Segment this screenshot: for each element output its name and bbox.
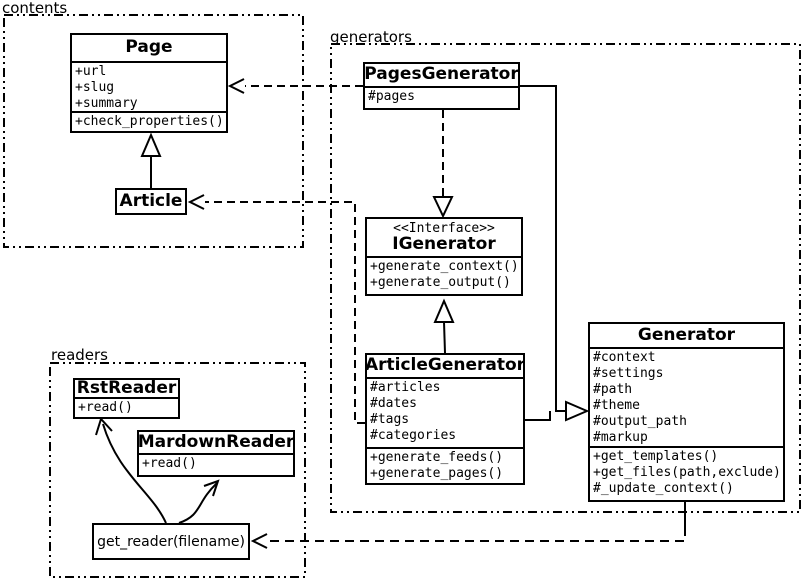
attribute-row: #context [593, 350, 656, 365]
package-contents-border [3, 14, 304, 248]
dependency-articlegenerator-article-line [205, 201, 365, 424]
association-getreader-rstreader-curve [102, 423, 167, 524]
class-rstreader-methods: +read() [75, 399, 178, 417]
attribute-row: #settings [593, 366, 664, 381]
class-page-attributes: +url +slug +summary [72, 63, 226, 113]
attribute-row: #articles [370, 380, 441, 395]
class-rstreader-title: RstReader [75, 377, 178, 399]
class-igenerator-name: IGenerator [392, 234, 496, 255]
method-row: +generate_output() [370, 275, 511, 290]
attribute-row: #output_path [593, 414, 687, 429]
realization-pagesgenerator-igenerator-triangle [432, 196, 454, 219]
class-generator-title: Generator [590, 324, 783, 349]
attribute-row: +url [75, 64, 107, 79]
method-row: +get_files(path,exclude) [593, 465, 781, 480]
class-pagesgenerator-attributes: #pages [365, 88, 518, 108]
package-readers-label: readers [51, 346, 108, 364]
class-igenerator-methods: +generate_context() +generate_output() [367, 258, 521, 294]
package-contents-label: contents [2, 0, 68, 17]
inheritance-pagesgenerator-generator-line [520, 85, 566, 412]
attribute-row: #tags [370, 412, 410, 427]
association-getreader-markdownreader-arrowhead [203, 479, 220, 497]
dependency-articlegenerator-article-arrowhead [187, 194, 205, 210]
class-rstreader: RstReader +read() [73, 378, 180, 419]
class-generator-attributes: #context #settings #path #theme #output_… [590, 349, 783, 448]
class-igenerator-title: <<Interface>> IGenerator [367, 219, 521, 258]
package-generators-border [330, 43, 801, 513]
class-articlegenerator-methods: +generate_feeds() +generate_pages() [367, 449, 523, 483]
class-markdownreader-title: MardownReader [138, 432, 294, 455]
dependency-pagesgenerator-page-arrowhead [227, 78, 245, 94]
method-row: +check_properties() [75, 114, 224, 129]
class-pagesgenerator-title: PagesGenerator [364, 64, 519, 88]
class-markdownreader: MardownReader +read() [137, 430, 295, 477]
get-reader-node: get_reader(filename) [92, 523, 250, 560]
class-articlegenerator: ArticleGenerator #articles #dates #tags … [365, 353, 525, 485]
dependency-generator-getreader-line [268, 527, 686, 542]
attribute-row: #markup [593, 430, 648, 445]
method-row: +generate_feeds() [370, 450, 504, 465]
class-page-methods: +check_properties() [72, 113, 226, 131]
attribute-row: #path [593, 382, 633, 397]
class-igenerator-stereotype: <<Interface>> [393, 221, 495, 237]
method-row: +generate_pages() [370, 466, 504, 481]
class-markdownreader-methods: +read() [139, 455, 293, 475]
class-generator: Generator #context #settings #path #them… [588, 322, 785, 502]
inheritance-generator-triangle [565, 400, 590, 422]
class-generator-methods: +get_templates() +get_files(path,exclude… [590, 448, 783, 500]
method-row: +generate_context() [370, 259, 519, 274]
association-getreader-rstreader-arrowhead [95, 417, 113, 436]
attribute-row: #dates [370, 396, 417, 411]
method-row: +get_templates() [593, 449, 719, 464]
dependency-generator-getreader-arrowhead [250, 533, 268, 549]
attribute-row: #theme [593, 398, 640, 413]
class-articlegenerator-attributes: #articles #dates #tags #categories [367, 379, 523, 449]
package-readers-border [49, 362, 306, 578]
method-row: +read() [78, 400, 133, 415]
package-generators-label: generators [330, 28, 412, 46]
inheritance-articlegenerator-igenerator-triangle [433, 298, 455, 323]
class-igenerator: <<Interface>> IGenerator +generate_conte… [365, 217, 523, 296]
attribute-row: +summary [75, 96, 138, 111]
attribute-row: #categories [370, 428, 457, 443]
attribute-row: #pages [368, 89, 415, 104]
class-page: Page +url +slug +summary +check_properti… [70, 33, 228, 133]
association-getreader-markdownreader-curve [178, 482, 218, 524]
attribute-row: +slug [75, 80, 115, 95]
class-article-title: Article [119, 190, 183, 211]
inheritance-article-page-triangle [140, 132, 162, 157]
method-row: +read() [142, 456, 197, 471]
method-row: #_update_context() [593, 481, 734, 496]
inheritance-articlegenerator-igenerator-line [443, 321, 446, 354]
inheritance-articlegenerator-generator-line [525, 411, 551, 421]
class-page-title: Page [72, 35, 226, 63]
class-articlegenerator-title: ArticleGenerator [365, 355, 525, 379]
class-pagesgenerator: PagesGenerator #pages [363, 62, 520, 110]
class-article: Article [115, 188, 187, 215]
